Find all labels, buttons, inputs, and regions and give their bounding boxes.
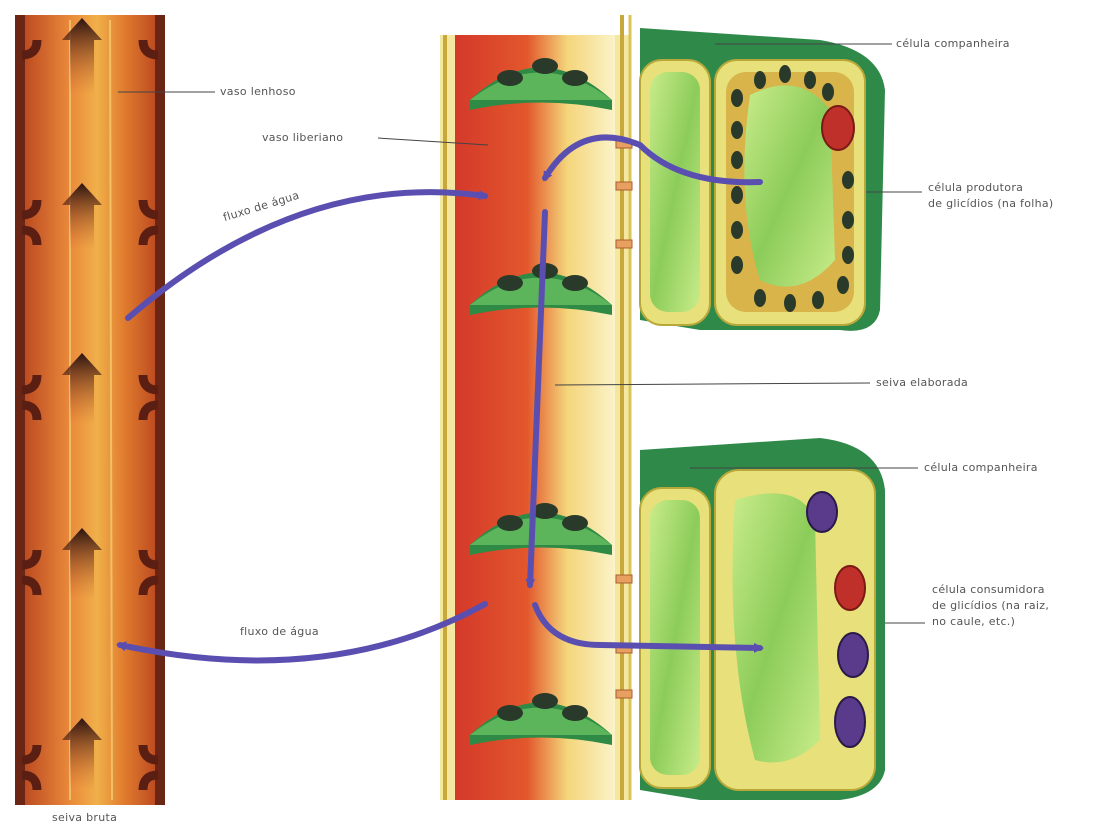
label-vaso-liberiano: vaso liberiano <box>262 130 343 146</box>
label-celula-companheira-top: célula companheira <box>896 36 1010 52</box>
water-flow-arrow-top <box>128 192 485 318</box>
label-fluxo-agua-bottom: fluxo de água <box>240 624 319 640</box>
label-celula-consumidora-1: célula consumidora <box>932 582 1045 598</box>
xylem-vessel <box>20 15 160 805</box>
label-vaso-lenhoso: vaso lenhoso <box>220 84 296 100</box>
label-celula-produtora-1: célula produtora <box>928 180 1023 196</box>
producer-cell <box>640 28 885 331</box>
consumer-cell <box>640 438 885 800</box>
label-seiva-elaborada: seiva elaborada <box>876 375 968 391</box>
label-celula-produtora-2: de glicídios (na folha) <box>928 196 1054 212</box>
label-seiva-bruta: seiva bruta <box>52 810 117 826</box>
label-celula-consumidora-2: de glicídios (na raiz, <box>932 598 1049 614</box>
label-celula-companheira-bottom: célula companheira <box>924 460 1038 476</box>
label-celula-consumidora-3: no caule, etc.) <box>932 614 1015 630</box>
